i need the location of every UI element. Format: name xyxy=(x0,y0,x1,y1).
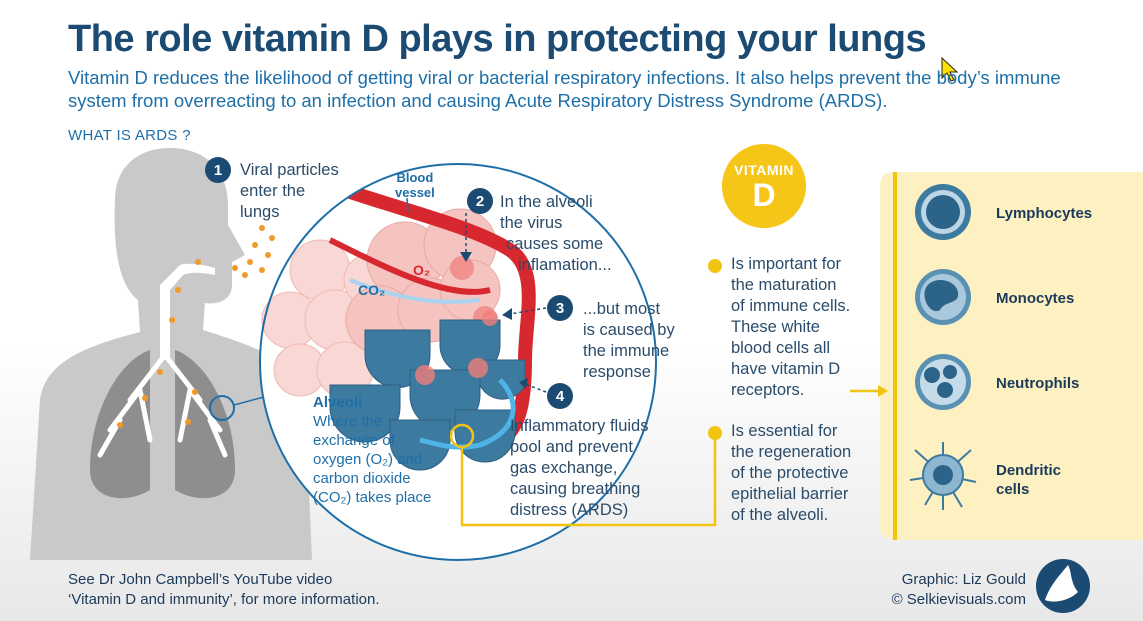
cell-label-neutrophils: Neutrophils xyxy=(996,375,1080,392)
cell-label-monocytes: Monocytes xyxy=(996,290,1075,307)
monocyte-icon xyxy=(915,269,971,325)
co2-label: CO₂ xyxy=(358,282,386,298)
cell-label-lymphocytes: Lymphocytes xyxy=(996,205,1093,222)
fact-1-bullet xyxy=(708,259,722,273)
vitamin-d-text: VITAMIN D xyxy=(733,162,794,213)
lymphocyte-icon xyxy=(915,184,971,240)
human-silhouette xyxy=(30,148,312,560)
fact-2-bullet xyxy=(708,426,722,440)
step-4-badge: 4 xyxy=(547,383,573,409)
step-2-badge: 2 xyxy=(467,188,493,214)
dendritic-cell-icon xyxy=(909,442,977,510)
subtitle: Vitamin D reduces the likelihood of gett… xyxy=(68,67,1061,111)
step-3-badge: 3 xyxy=(547,295,573,321)
step-1-badge: 1 xyxy=(205,157,231,183)
footer-credit: Graphic: Liz Gould© Selkievisuals.com xyxy=(891,571,1026,608)
page-title: The role vitamin D plays in protecting y… xyxy=(68,18,927,60)
cell-panel xyxy=(850,172,1143,540)
mouse-cursor-icon xyxy=(941,56,959,82)
step-2-text: In the alveoli the virus causes some inf… xyxy=(500,193,612,274)
vitamin-d-badge xyxy=(722,144,806,228)
alveoli-zoom-circle xyxy=(259,163,717,561)
selkie-logo xyxy=(1036,559,1090,613)
oxygen-label: O₂ xyxy=(413,262,431,278)
cell-label-dendritic: Dendritic cells xyxy=(996,462,1062,498)
virus-particles xyxy=(117,225,275,428)
neutrophil-icon xyxy=(915,354,971,410)
footer-source-note: See Dr John Campbell’s YouTube video‘Vit… xyxy=(68,571,380,608)
ards-heading: WHAT IS ARDS ? xyxy=(68,127,191,144)
